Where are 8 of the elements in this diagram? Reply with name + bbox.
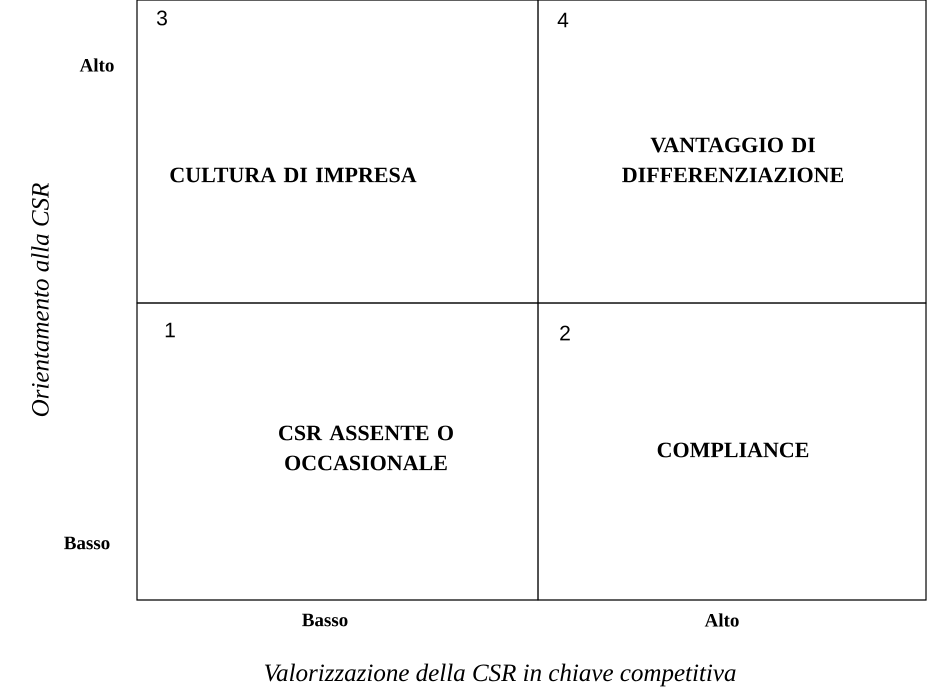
axis-level-label: Alto (80, 58, 114, 72)
quadrant-box: 4 VANTAGGIO DI DIFFERENZIAZIONE (537, 0, 927, 304)
quadrant-box: 3 CULTURA DI IMPRESA (136, 0, 539, 304)
axis-level-label: Basso (64, 536, 110, 550)
quadrant-box: 2 COMPLIANCE (537, 302, 927, 601)
quadrant-box: 1 CSR ASSENTE O OCCASIONALE (136, 302, 539, 601)
axis-title: Orientamento alla CSR (31, 183, 49, 416)
axis-title: Valorizzazione della CSR in chiave competitiva (264, 664, 736, 686)
